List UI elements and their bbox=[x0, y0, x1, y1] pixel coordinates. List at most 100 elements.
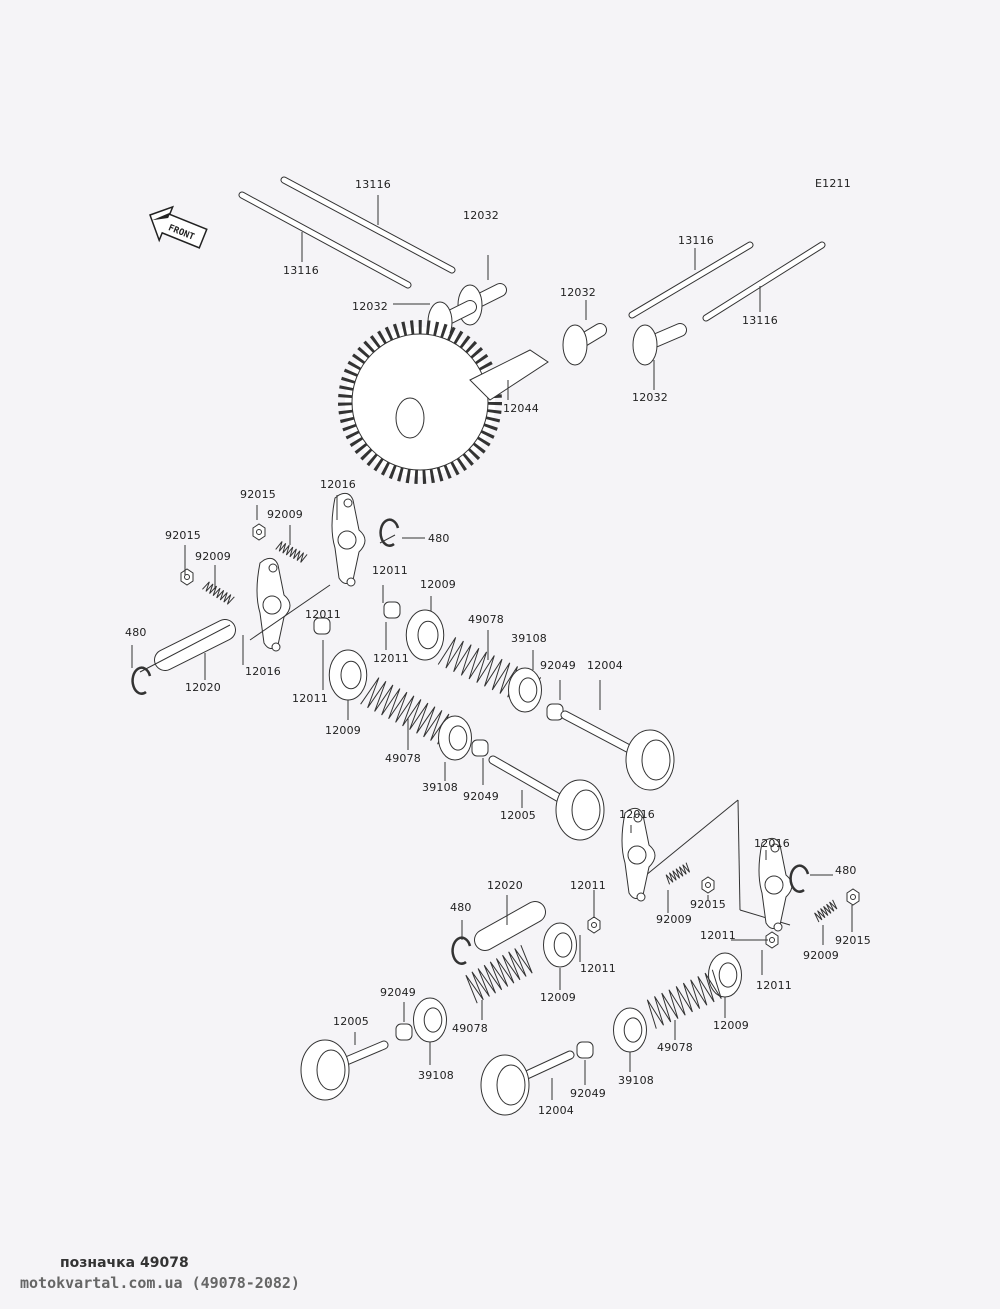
center-line bbox=[140, 625, 230, 672]
collar bbox=[577, 1042, 593, 1058]
part-number-label: 39108 bbox=[511, 632, 547, 645]
rocker-bore bbox=[263, 596, 281, 614]
part-number-label: 12009 bbox=[713, 1019, 749, 1032]
part-number-label: 13116 bbox=[283, 264, 319, 277]
valve-face bbox=[497, 1065, 525, 1105]
part-number-label: 12009 bbox=[540, 991, 576, 1004]
part-number-label: 480 bbox=[835, 864, 857, 877]
circlip bbox=[453, 938, 470, 964]
leader-line bbox=[640, 800, 738, 880]
part-number-label: 92009 bbox=[195, 550, 231, 563]
part-number-label: 12011 bbox=[570, 879, 606, 892]
tappet-foot bbox=[563, 325, 587, 365]
part-number-label: 12005 bbox=[333, 1015, 369, 1028]
part-number-label: 12004 bbox=[587, 659, 623, 672]
part-number-label: 12032 bbox=[560, 286, 596, 299]
part-number-label: 92009 bbox=[267, 508, 303, 521]
caption-title: позначка 49078 bbox=[60, 1255, 189, 1271]
leader-line bbox=[738, 800, 740, 910]
caption-site: motokvartal.com.ua (49078-2082) bbox=[20, 1274, 300, 1292]
part-number-label: 12032 bbox=[463, 209, 499, 222]
rocker-hole bbox=[347, 578, 355, 586]
collar bbox=[547, 704, 563, 720]
valve-face bbox=[572, 790, 600, 830]
rocker-hole bbox=[634, 814, 642, 822]
rocker-hole bbox=[774, 923, 782, 931]
part-number-label: 92015 bbox=[165, 529, 201, 542]
part-number-label: 12005 bbox=[500, 809, 536, 822]
part-number-label: 12020 bbox=[185, 681, 221, 694]
part-number-label: 92015 bbox=[240, 488, 276, 501]
part-number-label: 12016 bbox=[245, 665, 281, 678]
part-number-label: 49078 bbox=[385, 752, 421, 765]
part-number-label: 13116 bbox=[742, 314, 778, 327]
part-number-label: 49078 bbox=[657, 1041, 693, 1054]
part-number-label: 49078 bbox=[452, 1022, 488, 1035]
part-number-label: 12004 bbox=[538, 1104, 574, 1117]
part-number-label: 49078 bbox=[468, 613, 504, 626]
rocker-hole bbox=[344, 499, 352, 507]
part-number-label: 12016 bbox=[320, 478, 356, 491]
part-number-label: 12011 bbox=[292, 692, 328, 705]
nut-hole bbox=[185, 575, 190, 580]
part-number-label: 12011 bbox=[372, 564, 408, 577]
collar bbox=[384, 602, 400, 618]
pushrod bbox=[242, 195, 408, 285]
washer-hole bbox=[449, 726, 467, 750]
part-number-label: 12011 bbox=[756, 979, 792, 992]
washer-hole bbox=[418, 621, 438, 649]
part-number-label: 12020 bbox=[487, 879, 523, 892]
cam-gear bbox=[352, 334, 488, 470]
part-number-label: 92015 bbox=[835, 934, 871, 947]
part-number-label: 92049 bbox=[540, 659, 576, 672]
rocker-shaft bbox=[165, 630, 225, 660]
front-arrow-icon: FRONT bbox=[143, 200, 210, 255]
diagram-code: E1211 bbox=[815, 177, 851, 190]
part-number-label: 92049 bbox=[463, 790, 499, 803]
rocker-bore bbox=[338, 531, 356, 549]
part-number-label: 12011 bbox=[305, 608, 341, 621]
part-number-label: 12011 bbox=[700, 929, 736, 942]
part-number-label: 12044 bbox=[503, 402, 539, 415]
part-number-label: 92015 bbox=[690, 898, 726, 911]
valve-spring bbox=[815, 900, 837, 922]
circlip bbox=[133, 668, 150, 694]
part-number-label: 12011 bbox=[580, 962, 616, 975]
valve-spring bbox=[647, 970, 721, 1029]
center-line bbox=[250, 585, 330, 640]
part-number-label: 92009 bbox=[803, 949, 839, 962]
part-number-label: 12009 bbox=[325, 724, 361, 737]
part-number-label: 480 bbox=[125, 626, 147, 639]
valve-spring bbox=[466, 945, 532, 1003]
nut-hole bbox=[592, 923, 597, 928]
washer-hole bbox=[554, 933, 572, 957]
washer-hole bbox=[424, 1008, 442, 1032]
washer-hole bbox=[341, 661, 361, 689]
washer-hole bbox=[519, 678, 537, 702]
part-number-label: 480 bbox=[428, 532, 450, 545]
pushrod bbox=[706, 245, 822, 318]
valve-spring bbox=[276, 541, 307, 562]
nut-hole bbox=[706, 883, 711, 888]
rocker-shaft bbox=[485, 912, 535, 940]
nut-hole bbox=[257, 530, 262, 535]
camshaft bbox=[470, 350, 548, 400]
collar bbox=[314, 618, 330, 634]
valve-spring bbox=[666, 863, 689, 885]
tappet-foot bbox=[633, 325, 657, 365]
part-number-label: 12011 bbox=[373, 652, 409, 665]
part-number-label: 13116 bbox=[678, 234, 714, 247]
nut-hole bbox=[770, 938, 775, 943]
rocker-bore bbox=[628, 846, 646, 864]
pushrod bbox=[284, 180, 452, 270]
washer-hole bbox=[624, 1018, 642, 1042]
circlip bbox=[791, 866, 808, 892]
cam-gear-hub bbox=[396, 398, 424, 438]
valve-face bbox=[317, 1050, 345, 1090]
collar bbox=[472, 740, 488, 756]
rocker-hole bbox=[637, 893, 645, 901]
washer-hole bbox=[719, 963, 737, 987]
pushrod bbox=[632, 245, 750, 315]
valve-spring bbox=[202, 582, 234, 605]
